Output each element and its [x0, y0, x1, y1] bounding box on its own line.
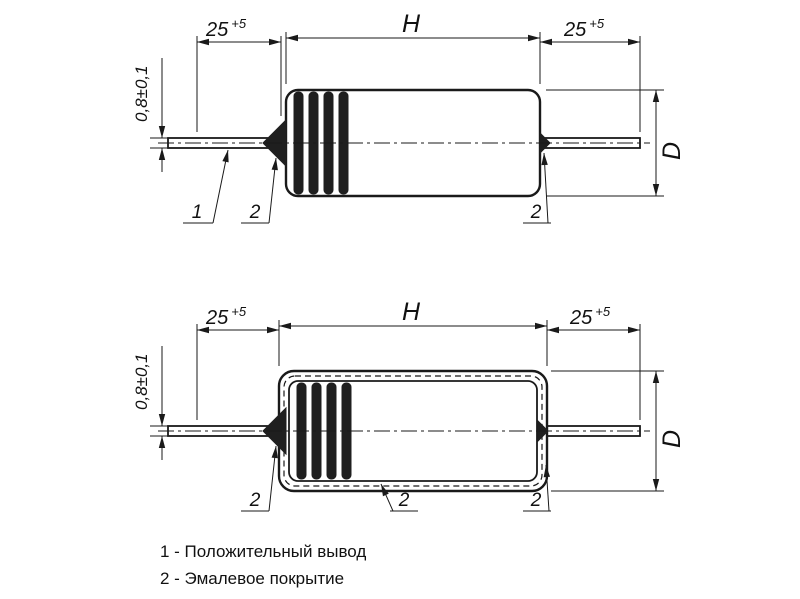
drawing-top: 25+5 H 25+5 0,8±0,1: [132, 10, 686, 224]
dim-label-lead-length: 25+5: [563, 16, 605, 41]
dim-label-lead-diameter: 0,8±0,1: [132, 65, 151, 122]
callout-enamel-right: 2: [523, 464, 551, 512]
callout-enamel-right: 2: [523, 152, 551, 224]
dim-lead-diameter: 0,8±0,1: [132, 58, 176, 172]
callout-positive-lead: 1: [183, 149, 232, 224]
legend-item-positive-lead: 1 - Положительный вывод: [160, 542, 367, 561]
dim-label-case-diameter: D: [658, 430, 686, 448]
dim-label-lead-length: 25+5: [205, 304, 247, 329]
svg-text:2: 2: [530, 490, 542, 511]
svg-text:2: 2: [249, 202, 261, 223]
svg-text:2: 2: [398, 490, 410, 511]
callout-enamel-middle: 2: [378, 482, 418, 512]
dim-label-case-length: H: [402, 10, 421, 38]
dim-label-lead-length: 25+5: [569, 304, 611, 329]
dim-label-lead-length: 25+5: [205, 16, 247, 41]
drawing-bottom: 25+5 H 25+5 0,8±0,1: [132, 298, 686, 512]
svg-text:2: 2: [530, 202, 542, 223]
dim-case-length: H: [278, 298, 548, 366]
dim-lead-diameter: 0,8±0,1: [132, 346, 176, 460]
svg-text:1: 1: [192, 202, 203, 223]
dim-lead-length-left: 25+5: [196, 304, 279, 420]
dim-lead-length-right: 25+5: [547, 304, 641, 420]
dim-case-diameter: D: [551, 370, 686, 492]
legend: 1 - Положительный вывод 2 - Эмалевое пок…: [160, 538, 366, 592]
svg-text:2: 2: [249, 490, 261, 511]
dim-case-length: H: [285, 10, 541, 84]
callout-enamel-left: 2: [241, 157, 280, 224]
dim-case-diameter: D: [546, 89, 686, 197]
dim-label-case-diameter: D: [658, 142, 686, 160]
dim-label-lead-diameter: 0,8±0,1: [132, 353, 151, 410]
dim-lead-length-left: 25+5: [196, 16, 282, 132]
dim-label-case-length: H: [402, 298, 421, 326]
legend-item-enamel-coating: 2 - Эмалевое покрытие: [160, 569, 345, 588]
callout-enamel-left: 2: [241, 445, 280, 512]
dim-lead-length-right: 25+5: [540, 16, 641, 132]
